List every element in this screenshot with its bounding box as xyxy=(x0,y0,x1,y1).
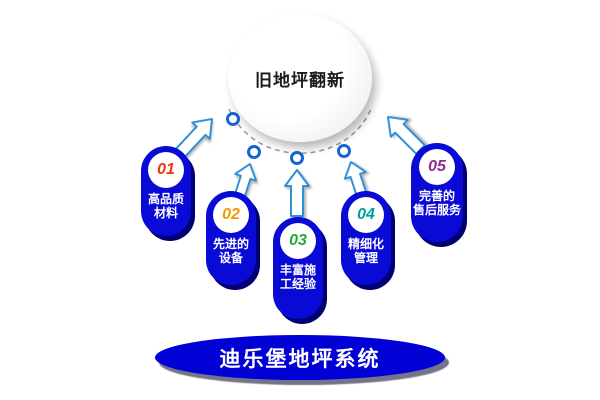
center-circle: 旧地坪翻新 xyxy=(228,14,372,142)
step-number: 03 xyxy=(289,232,307,249)
step-label-line: 丰富施 xyxy=(279,263,316,277)
connector-ring xyxy=(247,145,261,159)
connector-ring xyxy=(290,151,304,165)
step-label: 先进的 设备 xyxy=(213,237,249,266)
step-number: 04 xyxy=(357,206,375,223)
step-label: 高品质 材料 xyxy=(148,192,184,221)
step-number-badge: 05 xyxy=(419,149,455,185)
step-capsule-02: 02 先进的 设备 xyxy=(206,191,256,285)
step-label: 完善的 售后服务 xyxy=(413,189,461,218)
step-label-line: 先进的 xyxy=(212,237,249,251)
step-capsule-04: 04 精细化 管理 xyxy=(341,191,391,285)
step-label-line: 精细化 xyxy=(347,237,384,251)
step-capsule-05: 05 完善的 售后服务 xyxy=(411,143,463,242)
step-label-line: 管理 xyxy=(353,251,378,266)
banner-title: 迪乐堡地坪系统 xyxy=(219,347,381,371)
step-label: 丰富施 工经验 xyxy=(280,263,316,292)
step-capsule-03: 03 丰富施 工经验 xyxy=(273,217,323,319)
step-label: 精细化 管理 xyxy=(348,237,384,266)
step-number: 01 xyxy=(157,161,175,178)
up-arrow-icon xyxy=(284,169,310,217)
step-number: 05 xyxy=(428,158,446,175)
step-label-line: 售后服务 xyxy=(412,203,461,218)
step-number: 02 xyxy=(222,206,240,223)
step-label-line: 材料 xyxy=(153,206,178,221)
step-label-line: 完善的 xyxy=(418,189,455,203)
step-label-line: 工经验 xyxy=(279,277,316,292)
step-number-badge: 03 xyxy=(280,223,316,259)
step-number-badge: 02 xyxy=(213,197,249,233)
banner-ellipse: 迪乐堡地坪系统 xyxy=(155,335,445,380)
step-number-badge: 04 xyxy=(348,197,384,233)
connector-ring xyxy=(337,144,351,158)
step-label-line: 高品质 xyxy=(147,192,184,206)
step-capsule-01: 01 高品质 材料 xyxy=(141,146,191,236)
center-title: 旧地坪翻新 xyxy=(255,70,345,90)
step-number-badge: 01 xyxy=(148,152,184,188)
connector-ring xyxy=(226,112,240,126)
step-label-line: 设备 xyxy=(218,251,243,266)
